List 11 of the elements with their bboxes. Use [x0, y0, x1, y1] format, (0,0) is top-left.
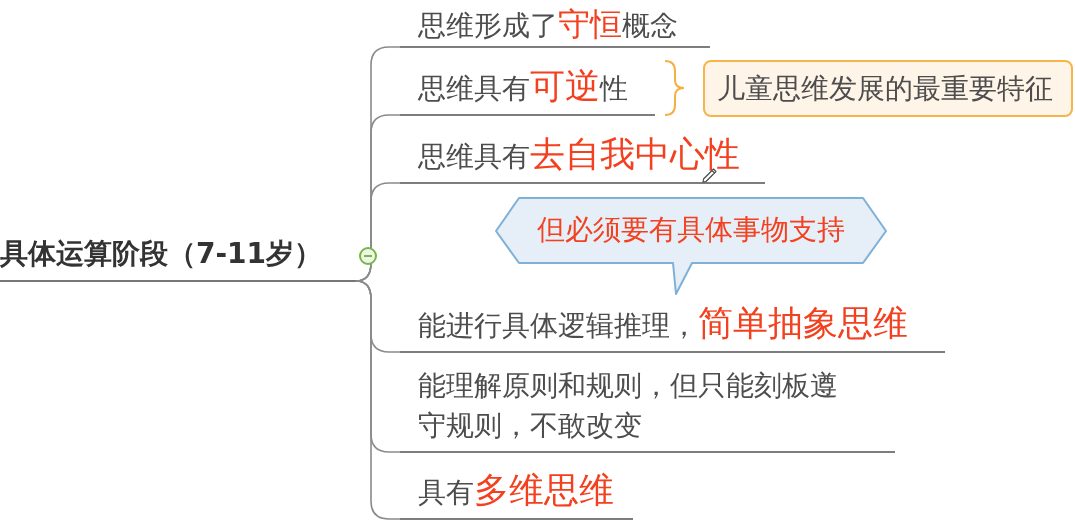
branch-topic: 思维具有去自我中心性 — [400, 130, 765, 184]
central-topic: 具体运算阶段（7-11岁） — [0, 230, 356, 282]
branch-topic: 能理解原则和规则，但只能刻板遵守规则，不敢改变 — [400, 362, 895, 453]
branch-topic: 能进行具体逻辑推理，简单抽象思维 — [400, 298, 945, 353]
branch-topic: 思维具有可逆性 — [400, 66, 655, 116]
branch-connector — [355, 280, 401, 520]
branch-topic: 具有多维思维 — [400, 470, 633, 520]
callout-text: 但必须要有具体事物支持 — [536, 212, 846, 248]
callout-bubble — [495, 197, 887, 295]
summary-box: 儿童思维发展的最重要特征 — [703, 60, 1073, 117]
branch-topic: 思维形成了守恒概念 — [400, 0, 710, 48]
